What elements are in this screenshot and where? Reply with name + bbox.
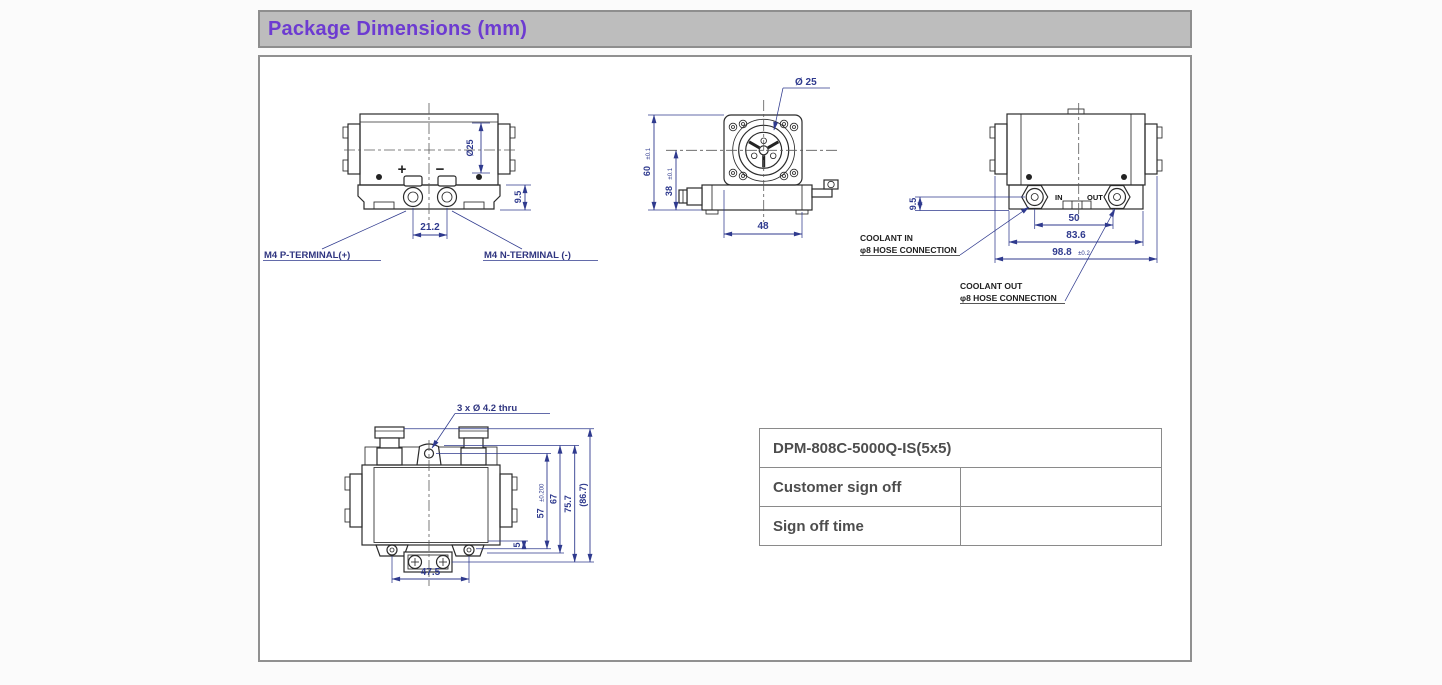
n-terminal-label: M4 N-TERMINAL (-) (484, 250, 571, 261)
dim-foot-spacing: 47.5 (421, 567, 441, 578)
top-view-drawing: 3 x Ø 4.2 thru 57 ±0.200 67 75.7 (86.7) … (344, 403, 594, 586)
dim-width: 48 (757, 221, 769, 232)
dim-67: 67 (549, 494, 559, 504)
top-view-body (344, 426, 518, 573)
hose-fitting (458, 426, 489, 466)
svg-text:98.8 ±0.2: 98.8 ±0.2 (1052, 242, 1090, 259)
signoff-time-value (960, 506, 1162, 546)
dim-fitting-spacing: 50 (1068, 213, 1080, 224)
signoff-time-label: Sign off time (759, 506, 961, 546)
dim-base-width: 83.6 (1066, 230, 1086, 241)
terminal-bracket (403, 551, 453, 573)
svg-text:60 ±0.1: 60 ±0.1 (637, 147, 654, 176)
mounting-foot (375, 544, 409, 557)
back-view-dimensions: 9.5 50 83.6 98.8 ±0.2 COOLANT IN φ8 HOSE… (860, 176, 1158, 304)
screw-icon (1026, 174, 1032, 180)
page-title: Package Dimensions (mm) (268, 17, 528, 40)
dim-86-7: (86.7) (578, 483, 588, 507)
back-view-body: IN OUT (989, 108, 1163, 210)
front-view-dimensions: Ø25 9.5 21.2 M4 P-TERMINAL(+) M4 N-TERMI… (263, 122, 598, 261)
dim-overall-width-tol: ±0.2 (1078, 251, 1090, 257)
dim-terminal-spacing: 21.2 (420, 222, 440, 233)
in-label: IN (1055, 193, 1063, 202)
svg-text:57 ±0.200: 57 ±0.200 (531, 483, 548, 518)
fiber-connector (686, 187, 703, 206)
screw-icon (476, 174, 482, 180)
model-cell: DPM-808C-5000Q-IS(5x5) (759, 428, 1162, 468)
p-terminal-post (403, 175, 423, 187)
top-view-dimensions: 3 x Ø 4.2 thru 57 ±0.200 67 75.7 (86.7) … (391, 403, 594, 583)
minus-mark: − (436, 161, 445, 178)
dim-height: 60 (642, 166, 652, 176)
front-view-drawing: + − Ø25 9.5 21.2 M4 P-TERMINAL(+) M4 N-T… (263, 103, 598, 261)
mounting-foot (451, 544, 485, 557)
table-row: Customer sign off (759, 467, 1162, 507)
svg-text:38 ±0.1: 38 ±0.1 (659, 167, 676, 196)
coolant-out-label-line1: COOLANT OUT (960, 281, 1023, 291)
screw-icon (376, 174, 382, 180)
table-row: Sign off time (759, 506, 1162, 546)
front-view-centerlines (344, 103, 516, 225)
dim-base-height: 9.5 (513, 191, 523, 204)
face-view-body (678, 114, 839, 215)
customer-signoff-label: Customer sign off (759, 467, 961, 507)
dim-center-height: 38 (664, 186, 674, 196)
out-label: OUT (1087, 193, 1103, 202)
coolant-in-label-line1: COOLANT IN (860, 233, 913, 243)
mount-screws (728, 119, 799, 181)
mounting-hole (386, 544, 398, 556)
coolant-in-fitting (1021, 184, 1049, 210)
front-view-body: + − (342, 113, 516, 210)
dim-height-tol: ±0.1 (646, 147, 652, 159)
coolant-out-fitting (1103, 184, 1131, 210)
back-view-drawing: IN OUT 9.5 50 83.6 98.8 ±0.2 COOLANT IN (860, 103, 1163, 304)
table-row: DPM-808C-5000Q-IS(5x5) (759, 428, 1162, 468)
face-view-centerlines (666, 100, 840, 222)
face-view-dimensions: 60 ±0.1 38 ±0.1 48 Ø 25 (637, 77, 830, 238)
signoff-table: DPM-808C-5000Q-IS(5x5) Customer sign off… (759, 428, 1162, 546)
coolant-out-label-line2: φ8 HOSE CONNECTION (960, 293, 1057, 303)
dim-aperture: Ø25 (465, 139, 475, 156)
p-terminal-label: M4 P-TERMINAL(+) (264, 250, 350, 261)
dim-57: 57 (536, 508, 546, 518)
screw-icon (1121, 174, 1127, 180)
dim-75-7: 75.7 (563, 495, 573, 513)
dim-57-tol: ±0.200 (540, 483, 546, 502)
coolant-in-label-line2: φ8 HOSE CONNECTION (860, 245, 957, 255)
dim-center-height-tol: ±0.1 (668, 167, 674, 179)
holes-callout: 3 x Ø 4.2 thru (457, 403, 517, 414)
side-fitting (811, 188, 833, 198)
section-header-bar: Package Dimensions (mm) (258, 10, 1192, 48)
dim-fitting-height: 9.5 (908, 198, 918, 211)
aperture-callout: Ø 25 (795, 77, 817, 88)
customer-signoff-value (960, 467, 1162, 507)
hose-fitting (374, 426, 405, 466)
plus-mark: + (398, 161, 407, 178)
n-terminal-post (437, 175, 457, 187)
dim-5: 5 (512, 542, 522, 547)
face-view-drawing: 60 ±0.1 38 ±0.1 48 Ø 25 (637, 77, 840, 238)
dim-overall-width: 98.8 (1052, 247, 1072, 258)
drawing-sheet: + − Ø25 9.5 21.2 M4 P-TERMINAL(+) M4 N-T… (258, 55, 1192, 662)
mounting-hole (463, 544, 475, 556)
